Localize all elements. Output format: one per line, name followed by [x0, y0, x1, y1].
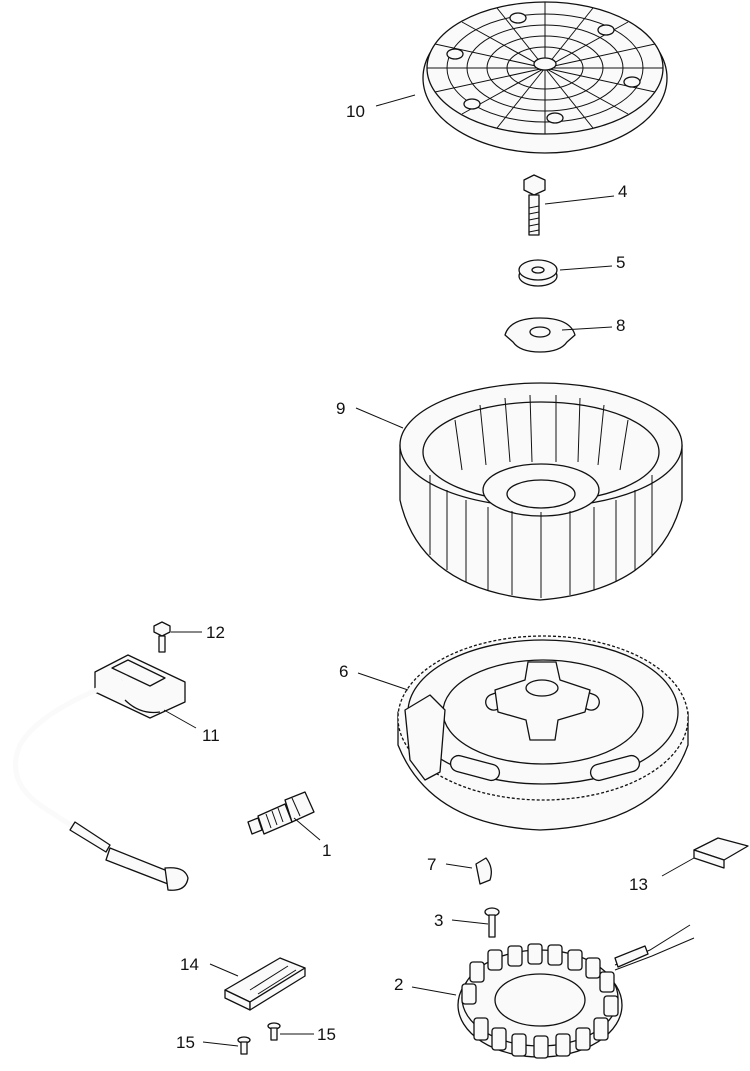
- callout-8: 8: [616, 316, 625, 335]
- callout-6: 6: [339, 662, 348, 681]
- part-15-screw-right: [267, 1022, 281, 1041]
- part-9-cooling-fan: [399, 382, 683, 601]
- callout-10: 10: [346, 102, 365, 121]
- callout-2: 2: [394, 975, 403, 994]
- part-2-stator: [457, 924, 695, 1059]
- part-15-screw-left: [237, 1036, 251, 1055]
- part-6-flywheel: [397, 635, 689, 831]
- leader-lines: [163, 94, 695, 1047]
- callout-1: 1: [322, 841, 331, 860]
- part-14-regulator: [224, 957, 306, 1011]
- part-3-screw: [484, 907, 500, 938]
- callout-13: 13: [629, 875, 648, 894]
- part-4-bolt: [523, 174, 546, 236]
- part-5-washer: [518, 259, 558, 287]
- callout-12: 12: [206, 623, 225, 642]
- callout-7: 7: [427, 855, 436, 874]
- callout-15-left: 15: [176, 1033, 195, 1052]
- callout-3: 3: [434, 911, 443, 930]
- part-11-ignition-module: [13, 654, 189, 891]
- callout-5: 5: [616, 253, 625, 272]
- part-7-key: [475, 857, 492, 885]
- callout-4: 4: [618, 182, 627, 201]
- callout-11: 11: [202, 726, 220, 745]
- part-13-component: [693, 837, 749, 869]
- part-10-flywheel-screen: [422, 1, 668, 154]
- part-1-spark-plug: [247, 791, 315, 835]
- part-8-retainer-plate: [504, 317, 576, 353]
- callout-14: 14: [180, 955, 199, 974]
- callout-labels: 10 4 5 8 9 6 12 11 1 7 13 3 2 14 15 15: [176, 102, 648, 1052]
- part-12-screw: [153, 621, 171, 653]
- callout-9: 9: [336, 399, 345, 418]
- callout-15-right: 15: [317, 1025, 336, 1044]
